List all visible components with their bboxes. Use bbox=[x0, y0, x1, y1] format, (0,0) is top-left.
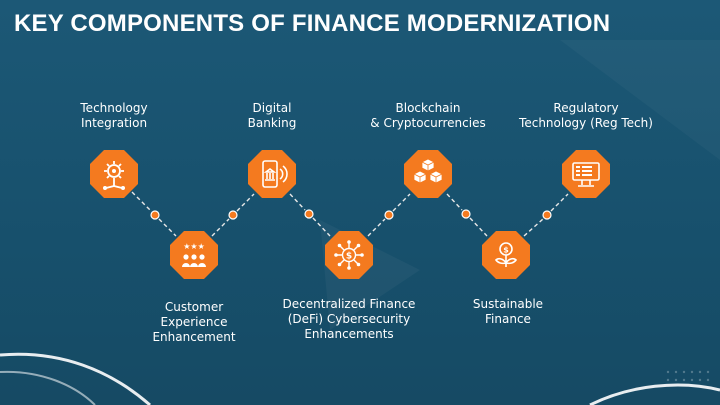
svg-text:$: $ bbox=[346, 252, 352, 262]
connector-dot bbox=[228, 210, 238, 220]
gear-network-icon bbox=[90, 150, 138, 198]
label-digital-banking: Digital Banking bbox=[247, 101, 297, 130]
svg-text:$: $ bbox=[503, 246, 509, 255]
connector-lines bbox=[131, 191, 569, 237]
connector-dot bbox=[461, 209, 471, 219]
connector-dot bbox=[542, 210, 552, 220]
connector-dot bbox=[150, 210, 160, 220]
connector-dot bbox=[304, 209, 314, 219]
label-defi-cybersecurity: Decentralized Finance (DeFi) Cybersecuri… bbox=[282, 297, 416, 341]
blockchain-cubes-icon bbox=[404, 150, 452, 198]
connector-dot bbox=[384, 210, 394, 220]
mobile-bank-icon bbox=[248, 150, 296, 198]
label-technology-integration: Technology Integration bbox=[80, 101, 148, 130]
label-customer-experience: Customer Experience Enhancement bbox=[152, 300, 236, 344]
connector-dots bbox=[150, 209, 552, 220]
page-title: KEY COMPONENTS OF FINANCE MODERNIZATION bbox=[14, 10, 611, 37]
customer-rating-icon: ★★★ bbox=[170, 231, 218, 279]
dollar-network-icon: $ bbox=[325, 231, 373, 279]
svg-text:★★★: ★★★ bbox=[183, 242, 205, 251]
label-regtech: Regulatory Technology (Reg Tech) bbox=[519, 101, 653, 130]
label-sustainable-finance: Sustainable Finance bbox=[472, 297, 544, 326]
monitor-dashboard-icon bbox=[562, 150, 610, 198]
dollar-plant-icon: $ bbox=[482, 231, 530, 279]
label-blockchain: Blockchain & Cryptocurrencies bbox=[370, 101, 486, 130]
